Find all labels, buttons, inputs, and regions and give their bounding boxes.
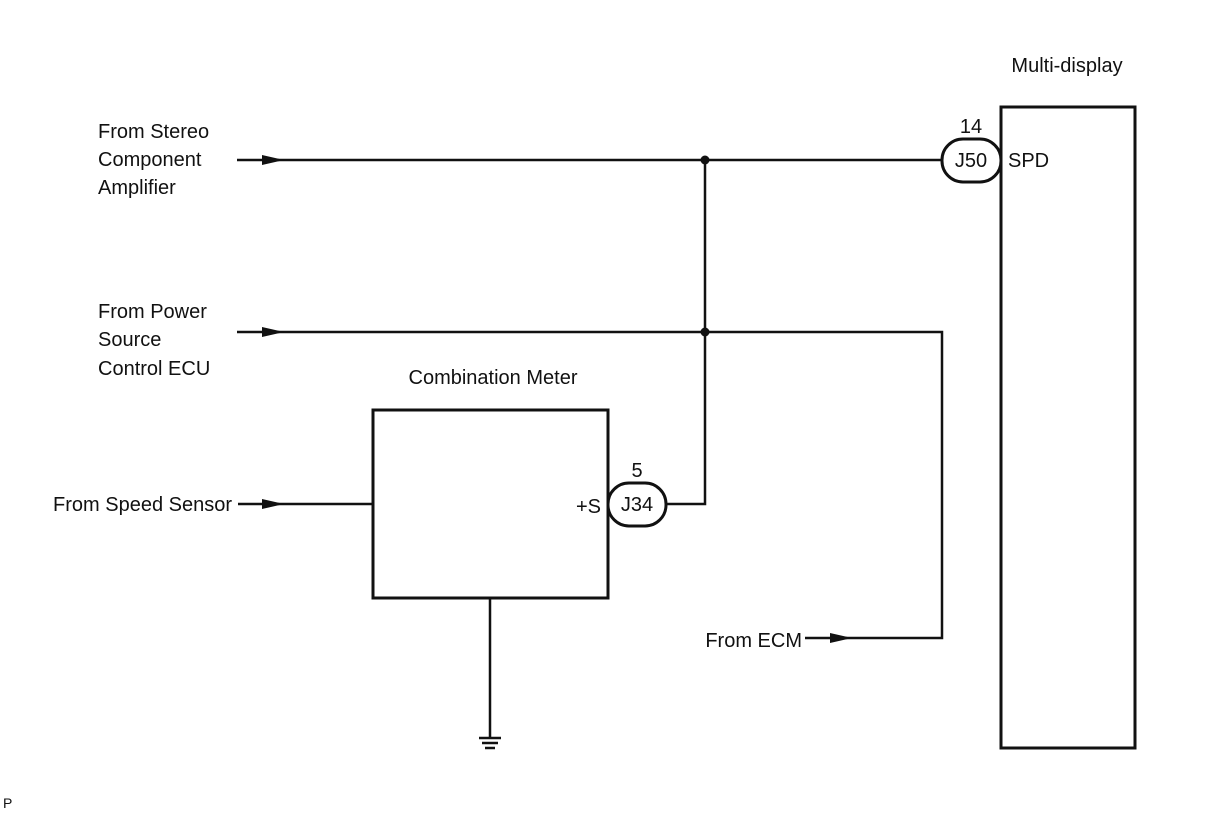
multi-display-box	[999, 105, 1137, 750]
j34-connector-label: J34	[621, 494, 653, 516]
svg-text:Source: Source	[98, 329, 161, 351]
junction-dot	[700, 327, 710, 337]
power-wire	[237, 327, 944, 643]
svg-text:From Stereo: From Stereo	[98, 121, 209, 143]
arrow-icon	[262, 155, 284, 165]
svg-text:Amplifier: Amplifier	[98, 177, 176, 199]
j50-connector	[940, 137, 1003, 184]
junction-dot	[700, 155, 710, 165]
speed-signal-bus	[666, 160, 707, 506]
j50-pin-number: 14	[960, 116, 982, 138]
svg-text:Component: Component	[98, 149, 202, 171]
ecm-source-label: From ECM	[705, 630, 802, 652]
speed-sensor-source-label: From Speed Sensor	[53, 494, 232, 516]
j34-pin-number: 5	[631, 460, 642, 482]
spd-terminal-label: SPD	[1008, 150, 1049, 172]
svg-text:From Power: From Power	[98, 301, 207, 323]
stereo-wire	[237, 155, 942, 165]
j50-connector-label: J50	[955, 150, 987, 172]
j34-connector	[606, 481, 668, 528]
footer-mark: P	[3, 795, 12, 811]
arrow-icon	[262, 499, 284, 509]
svg-text:Control ECU: Control ECU	[98, 358, 210, 380]
arrow-icon	[830, 633, 852, 643]
plus-s-terminal-label: +S	[576, 496, 601, 518]
speed-sensor-wire	[238, 499, 373, 509]
multi-display-label: Multi-display	[1011, 55, 1122, 77]
power-source-label: From Power Source Control ECU	[98, 301, 210, 380]
ground-icon	[479, 598, 501, 750]
combination-meter-box	[371, 408, 610, 600]
combination-meter-label: Combination Meter	[409, 367, 578, 389]
arrow-icon	[262, 327, 284, 337]
stereo-source-label: From Stereo Component Amplifier	[98, 121, 209, 199]
